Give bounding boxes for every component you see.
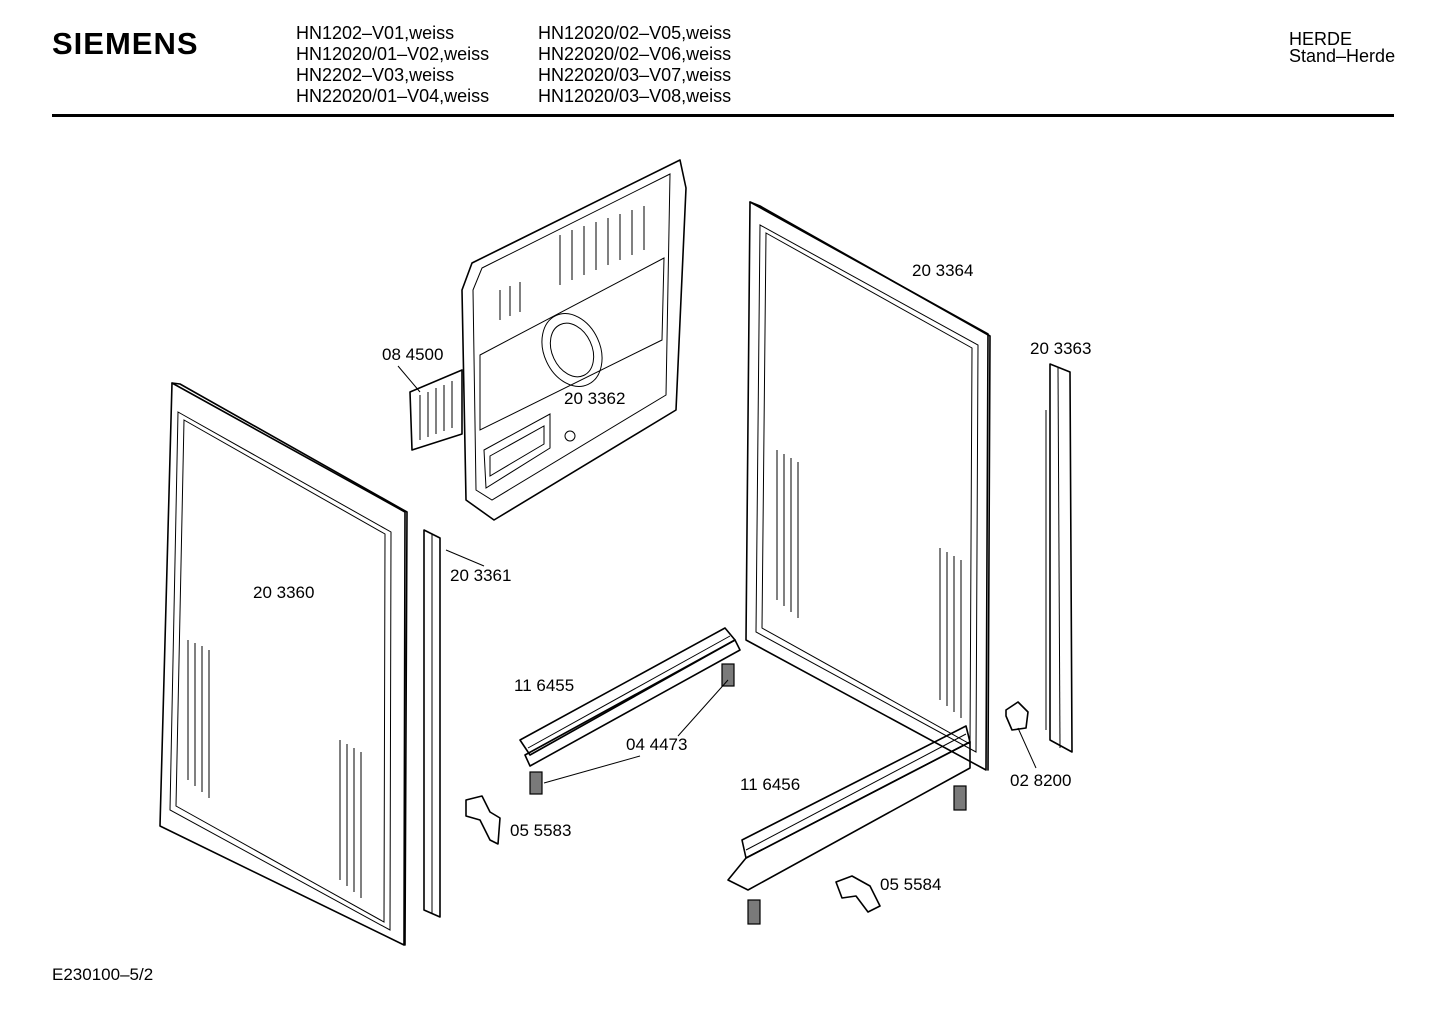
part-label: 02 8200 — [1010, 771, 1071, 790]
drawing-id: E230100–5/2 — [52, 965, 154, 984]
right-side-panel[interactable] — [745, 201, 991, 771]
leader-line — [1017, 727, 1037, 769]
left-side-panel[interactable] — [159, 382, 408, 946]
door-seal-strip[interactable] — [423, 529, 441, 918]
part-label: 11 6455 — [514, 676, 574, 695]
leader-line — [543, 755, 641, 784]
leader-line — [677, 679, 729, 737]
model-item: HN22020/01–V04,weiss — [296, 86, 490, 106]
part-label: 20 3363 — [1030, 339, 1091, 358]
leveling-foot[interactable] — [529, 771, 543, 795]
support-rail-upper[interactable] — [519, 627, 741, 767]
vent-plate[interactable] — [409, 369, 463, 451]
model-item: HN1202–V01,weiss — [296, 23, 455, 43]
model-item: HN12020/03–V08,weiss — [538, 86, 732, 106]
part-label: 05 5583 — [510, 821, 571, 840]
leveling-foot[interactable] — [747, 899, 761, 925]
model-list-left: HN1202–V01,weiss HN12020/01–V02,weiss HN… — [296, 23, 489, 107]
category-subtitle: Stand–Herde — [1289, 46, 1396, 66]
part-label: 05 5584 — [880, 875, 941, 894]
clip-left[interactable] — [465, 795, 501, 845]
part-label: 20 3361 — [450, 566, 511, 585]
brand-logo: SIEMENS — [52, 26, 199, 61]
leveling-foot[interactable] — [953, 785, 967, 811]
part-label: 04 4473 — [626, 735, 687, 754]
model-item: HN12020/02–V05,weiss — [538, 23, 732, 43]
support-rail-lower[interactable] — [727, 725, 971, 891]
category-block: HERDE Stand–Herde — [1289, 29, 1396, 66]
model-item: HN2202–V03,weiss — [296, 65, 455, 85]
leader-line — [397, 365, 421, 393]
part-label: 20 3360 — [253, 583, 314, 602]
part-label: 08 4500 — [382, 345, 443, 364]
part-label: 20 3362 — [564, 389, 625, 408]
back-wall-panel[interactable] — [461, 159, 687, 521]
model-item: HN12020/01–V02,weiss — [296, 44, 490, 64]
model-item: HN22020/02–V06,weiss — [538, 44, 732, 64]
leveling-foot[interactable] — [721, 663, 735, 687]
model-list-right: HN12020/02–V05,weiss HN22020/02–V06,weis… — [538, 23, 731, 107]
leader-line — [445, 549, 485, 567]
category-title: HERDE — [1289, 29, 1353, 49]
part-label: 20 3364 — [912, 261, 973, 280]
model-item: HN22020/03–V07,weiss — [538, 65, 732, 85]
clip-right[interactable] — [835, 875, 881, 913]
part-label: 11 6456 — [740, 775, 800, 794]
fastener[interactable] — [1005, 701, 1029, 731]
front-frame-strip[interactable] — [1045, 363, 1073, 753]
header-divider — [52, 114, 1394, 117]
